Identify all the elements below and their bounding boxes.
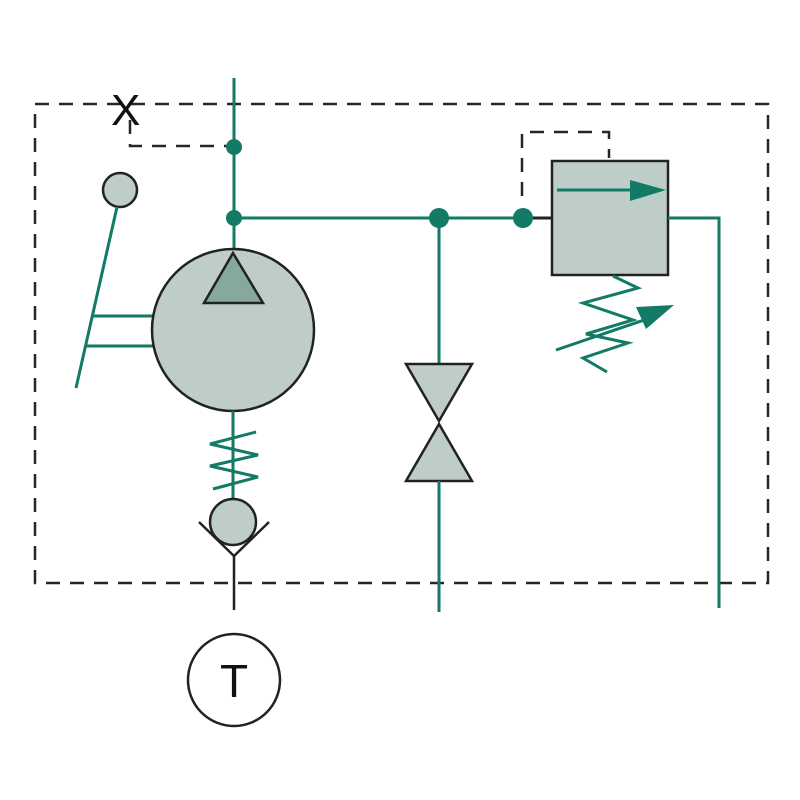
lever-knob — [101, 171, 139, 209]
tank-symbol — [186, 632, 282, 728]
relief-valve-body — [550, 159, 670, 277]
needle-valve-lower-triangle — [403, 421, 475, 483]
adjustable-arrow-head — [636, 305, 674, 329]
pilot-port-label: X — [111, 86, 140, 135]
lever-arm — [74, 206, 119, 389]
tank-label: T — [220, 655, 248, 707]
relief-pilot-line — [520, 130, 611, 196]
junction-dot — [226, 139, 242, 155]
relief-flow-arrow-head — [630, 180, 666, 201]
needle-valve-upper-triangle — [403, 362, 475, 424]
junction-dot — [513, 208, 533, 228]
check-valve-spring — [209, 430, 259, 491]
pump-direction-triangle — [201, 250, 266, 305]
relief-valve-spring — [577, 274, 643, 374]
boundary-dashed-frame — [33, 102, 770, 585]
adjustable-arrow-shaft — [555, 316, 651, 352]
pilot-line-x — [128, 120, 233, 148]
junction-dot — [226, 210, 242, 226]
check-valve-ball — [208, 497, 258, 547]
relief-outlet-line — [668, 216, 721, 608]
